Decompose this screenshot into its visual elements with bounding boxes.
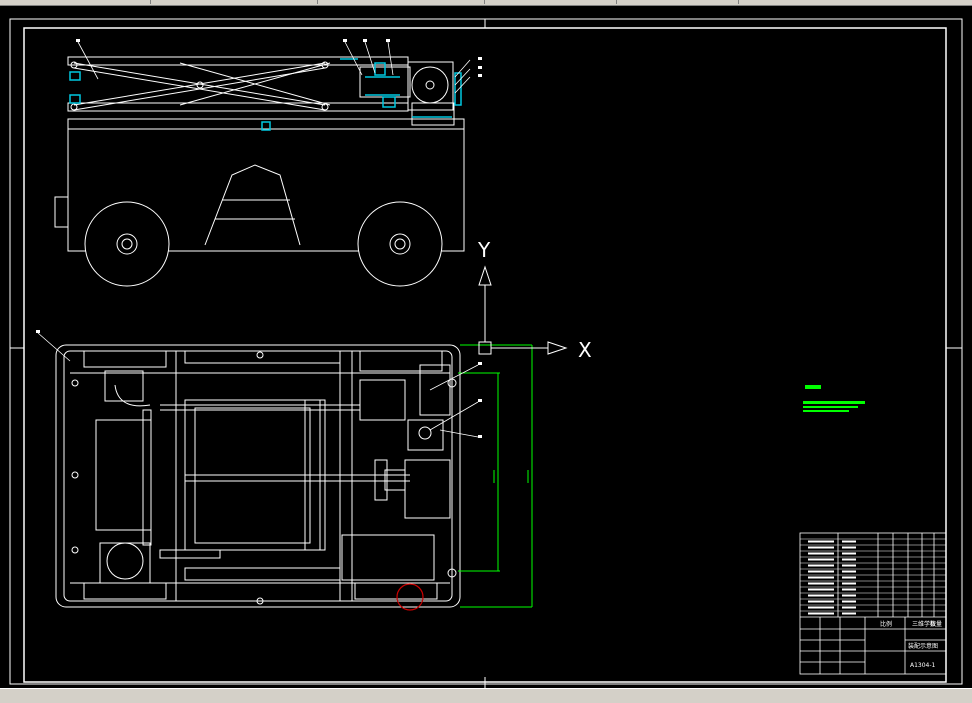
title-block-row-text	[808, 606, 834, 609]
title-block-row-text	[808, 588, 834, 591]
title-block-row-text	[808, 552, 834, 555]
red-marker-circle	[396, 583, 424, 611]
dimension-lines	[458, 344, 533, 608]
toolbar-segment[interactable]	[618, 0, 739, 4]
title-block-row-text	[808, 582, 834, 585]
toolbar-segment[interactable]	[152, 0, 318, 4]
title-block-row-text	[842, 612, 856, 615]
elevation-view	[54, 56, 465, 287]
title-block-row-text	[842, 540, 856, 543]
title-block-rows	[800, 538, 946, 615]
title-block-row-text	[842, 588, 856, 591]
axis-y-label: Y	[477, 238, 491, 262]
green-annotation	[803, 385, 865, 412]
toolbar-segment[interactable]	[319, 0, 485, 4]
title-block-row-text	[808, 570, 834, 573]
title-block-row-text	[808, 546, 834, 549]
title-block-scale: 比例	[880, 620, 892, 628]
title-block-qty: 数量	[930, 620, 942, 628]
toolbar-segment[interactable]	[0, 0, 151, 4]
title-block-school: 三维学校	[912, 620, 936, 628]
title-block-row-text	[842, 564, 856, 567]
title-block-row-text	[842, 558, 856, 561]
title-block-row-text	[842, 606, 856, 609]
plan-view	[55, 344, 461, 608]
sheet-inner-border	[23, 27, 947, 683]
sheet-outer-border	[9, 18, 963, 685]
title-block-drawing-title: 装配示意图	[908, 642, 938, 650]
title-block-row-text	[842, 546, 856, 549]
title-block-row-text	[808, 612, 834, 615]
title-block-row-text	[842, 600, 856, 603]
cad-drawing-canvas[interactable]: Y X 三维学校 装配示意图 A1304-1 比例 数量	[0, 5, 972, 688]
axis-x-label: X	[578, 338, 592, 362]
title-block-row-text	[842, 552, 856, 555]
title-block-row-text	[808, 540, 834, 543]
title-block-row-text	[808, 576, 834, 579]
title-block-row-text	[808, 594, 834, 597]
title-block-row-text	[842, 570, 856, 573]
title-block-row-text	[808, 600, 834, 603]
title-block-row-text	[842, 576, 856, 579]
ucs-icon	[478, 265, 568, 355]
title-block-row-text	[808, 564, 834, 567]
toolbar-segment[interactable]	[486, 0, 617, 4]
title-block-row-text	[842, 582, 856, 585]
window-top-toolbar	[0, 0, 972, 6]
window-status-bar	[0, 688, 972, 703]
title-block-row-text	[842, 594, 856, 597]
title-block-drawing-no: A1304-1	[910, 662, 936, 669]
title-block-row-text	[808, 558, 834, 561]
